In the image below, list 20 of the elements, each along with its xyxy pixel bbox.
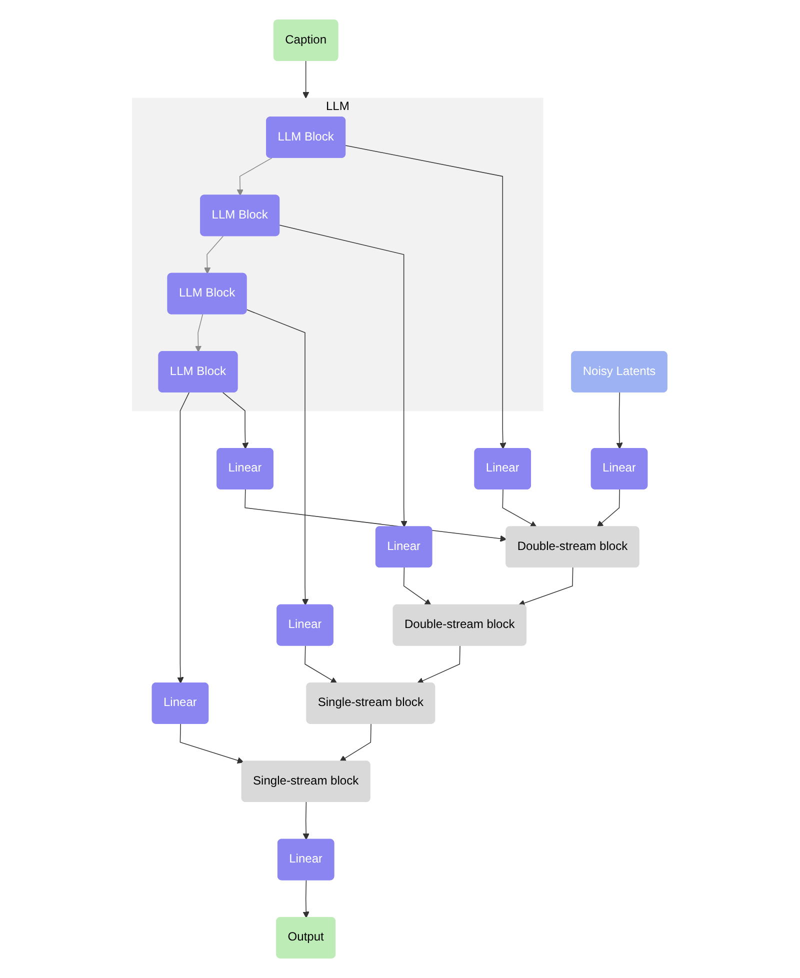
arrow [340,724,372,762]
arrow [222,392,249,450]
arrow [246,309,309,606]
arrow [204,236,224,274]
arrow [518,567,574,606]
arrow [302,60,310,98]
arrow [502,489,538,528]
arrow [303,880,310,918]
arrow [404,567,432,606]
arrow [597,489,620,528]
arrow [237,158,273,196]
arrow [178,392,190,684]
arrow [346,145,507,450]
arrow [304,645,338,684]
arrow [180,724,244,764]
arrow [280,224,408,528]
arrow [195,314,204,352]
arrow [303,802,310,840]
arrow [417,645,461,684]
arrow [616,392,624,450]
